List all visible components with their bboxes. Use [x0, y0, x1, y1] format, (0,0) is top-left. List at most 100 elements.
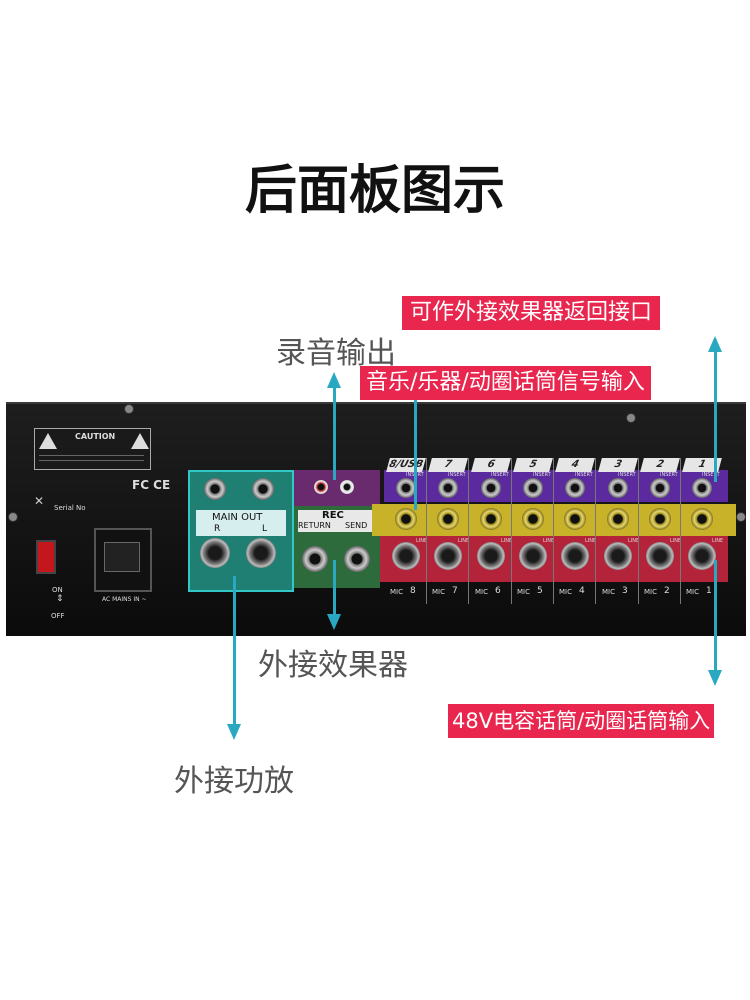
arrow-down-icon — [708, 670, 722, 686]
insert-label: INSERT — [491, 472, 509, 478]
arrow-up-icon — [327, 372, 341, 388]
insert-jack[interactable] — [565, 478, 585, 498]
insert-jack[interactable] — [692, 478, 712, 498]
ac-power-socket[interactable] — [94, 528, 152, 592]
insert-jack[interactable] — [438, 478, 458, 498]
tag-insert-return: 可作外接效果器返回接口 — [402, 296, 661, 330]
arrow-mic-input — [714, 560, 717, 672]
page-title: 后面板图示 — [244, 161, 505, 221]
recycle-bin-icon: ✕ — [34, 494, 45, 508]
insert-label: INSERT — [660, 472, 678, 478]
line-label: LINE — [458, 538, 470, 544]
mic-xlr-jack[interactable] — [561, 542, 589, 570]
insert-label: INSERT — [448, 472, 466, 478]
arrow-rec-out — [333, 386, 336, 480]
main-out-label: MAIN OUT — [212, 512, 263, 523]
mic-number: 8 — [410, 586, 416, 596]
insert-jack[interactable] — [481, 478, 501, 498]
channel-number: 2 — [640, 458, 680, 472]
insert-jack[interactable] — [608, 478, 628, 498]
off-label: OFF — [51, 612, 65, 620]
screw — [626, 413, 636, 423]
main-l-label: L — [262, 524, 268, 534]
mic-number: 7 — [452, 586, 458, 596]
insert-jack[interactable] — [650, 478, 670, 498]
mic-number: 1 — [706, 586, 712, 596]
rec-label: REC — [322, 510, 344, 521]
line-jack[interactable] — [395, 508, 417, 530]
line-label: LINE — [501, 538, 513, 544]
mic-xlr-jack[interactable] — [392, 542, 420, 570]
return-jack[interactable] — [302, 546, 328, 572]
rec-jack-white[interactable] — [340, 480, 354, 494]
arrow-down-icon — [327, 614, 341, 630]
send-label: SEND — [345, 521, 368, 530]
main-out-jack-l[interactable] — [252, 478, 274, 500]
mic-xlr-jack[interactable] — [519, 542, 547, 570]
line-jack[interactable] — [649, 508, 671, 530]
mic-xlr-jack[interactable] — [688, 542, 716, 570]
arrow-ext-effects — [333, 560, 336, 616]
main-out-label-box — [196, 510, 286, 536]
mic-label: MIC — [686, 588, 699, 596]
mic-label: MIC — [602, 588, 615, 596]
screw — [124, 404, 134, 414]
channel-divider — [680, 458, 681, 604]
main-out-xlr-l[interactable] — [246, 538, 276, 568]
screw — [8, 512, 18, 522]
arrow-line-input — [414, 400, 417, 510]
power-switch[interactable] — [36, 540, 56, 574]
channel-divider — [595, 458, 596, 604]
line-label: LINE — [628, 538, 640, 544]
channel-divider — [638, 458, 639, 604]
insert-label: INSERT — [533, 472, 551, 478]
mic-number: 2 — [664, 586, 670, 596]
warning-icon — [39, 433, 57, 449]
line-jack[interactable] — [691, 508, 713, 530]
line-jack[interactable] — [480, 508, 502, 530]
line-jack[interactable] — [522, 508, 544, 530]
caution-label: CAUTION — [34, 428, 151, 470]
caution-text: CAUTION — [75, 432, 116, 441]
arrow-up-icon — [708, 336, 722, 352]
line-jack[interactable] — [437, 508, 459, 530]
mic-label: MIC — [475, 588, 488, 596]
mic-label: MIC — [517, 588, 530, 596]
rec-label-box — [298, 510, 376, 532]
mic-number: 4 — [579, 586, 585, 596]
channel-number: 4 — [555, 458, 595, 472]
mic-label: MIC — [432, 588, 445, 596]
mic-xlr-jack[interactable] — [604, 542, 632, 570]
send-jack[interactable] — [344, 546, 370, 572]
on-label: ON — [52, 586, 63, 594]
line-label: LINE — [543, 538, 555, 544]
insert-jack[interactable] — [396, 478, 416, 498]
line-jack[interactable] — [607, 508, 629, 530]
mic-xlr-jack[interactable] — [646, 542, 674, 570]
insert-label: INSERT — [702, 472, 720, 478]
line-label: LINE — [712, 538, 724, 544]
label-rec-out: 录音输出 — [276, 336, 396, 371]
warning-icon — [131, 433, 149, 449]
main-out-jack-r[interactable] — [204, 478, 226, 500]
channel-number: 7 — [428, 458, 468, 472]
mic-number: 5 — [537, 586, 543, 596]
ac-mains-label: AC MAINS IN ~ — [102, 596, 147, 603]
rec-jack-red[interactable] — [314, 480, 328, 494]
mic-label: MIC — [559, 588, 572, 596]
return-label: RETURN — [298, 521, 331, 530]
insert-label: INSERT — [618, 472, 636, 478]
mic-number: 6 — [495, 586, 501, 596]
mic-label: MIC — [390, 588, 403, 596]
channel-number: 3 — [598, 458, 638, 472]
fc-ce-mark: FC CE — [132, 478, 171, 492]
main-out-xlr-r[interactable] — [200, 538, 230, 568]
insert-jack[interactable] — [523, 478, 543, 498]
mic-xlr-jack[interactable] — [434, 542, 462, 570]
updown-arrow-icon: ⇕ — [56, 594, 64, 604]
channel-number: 5 — [513, 458, 553, 472]
mic-xlr-jack[interactable] — [477, 542, 505, 570]
line-jack[interactable] — [564, 508, 586, 530]
line-band — [372, 504, 736, 536]
line-label: LINE — [416, 538, 428, 544]
